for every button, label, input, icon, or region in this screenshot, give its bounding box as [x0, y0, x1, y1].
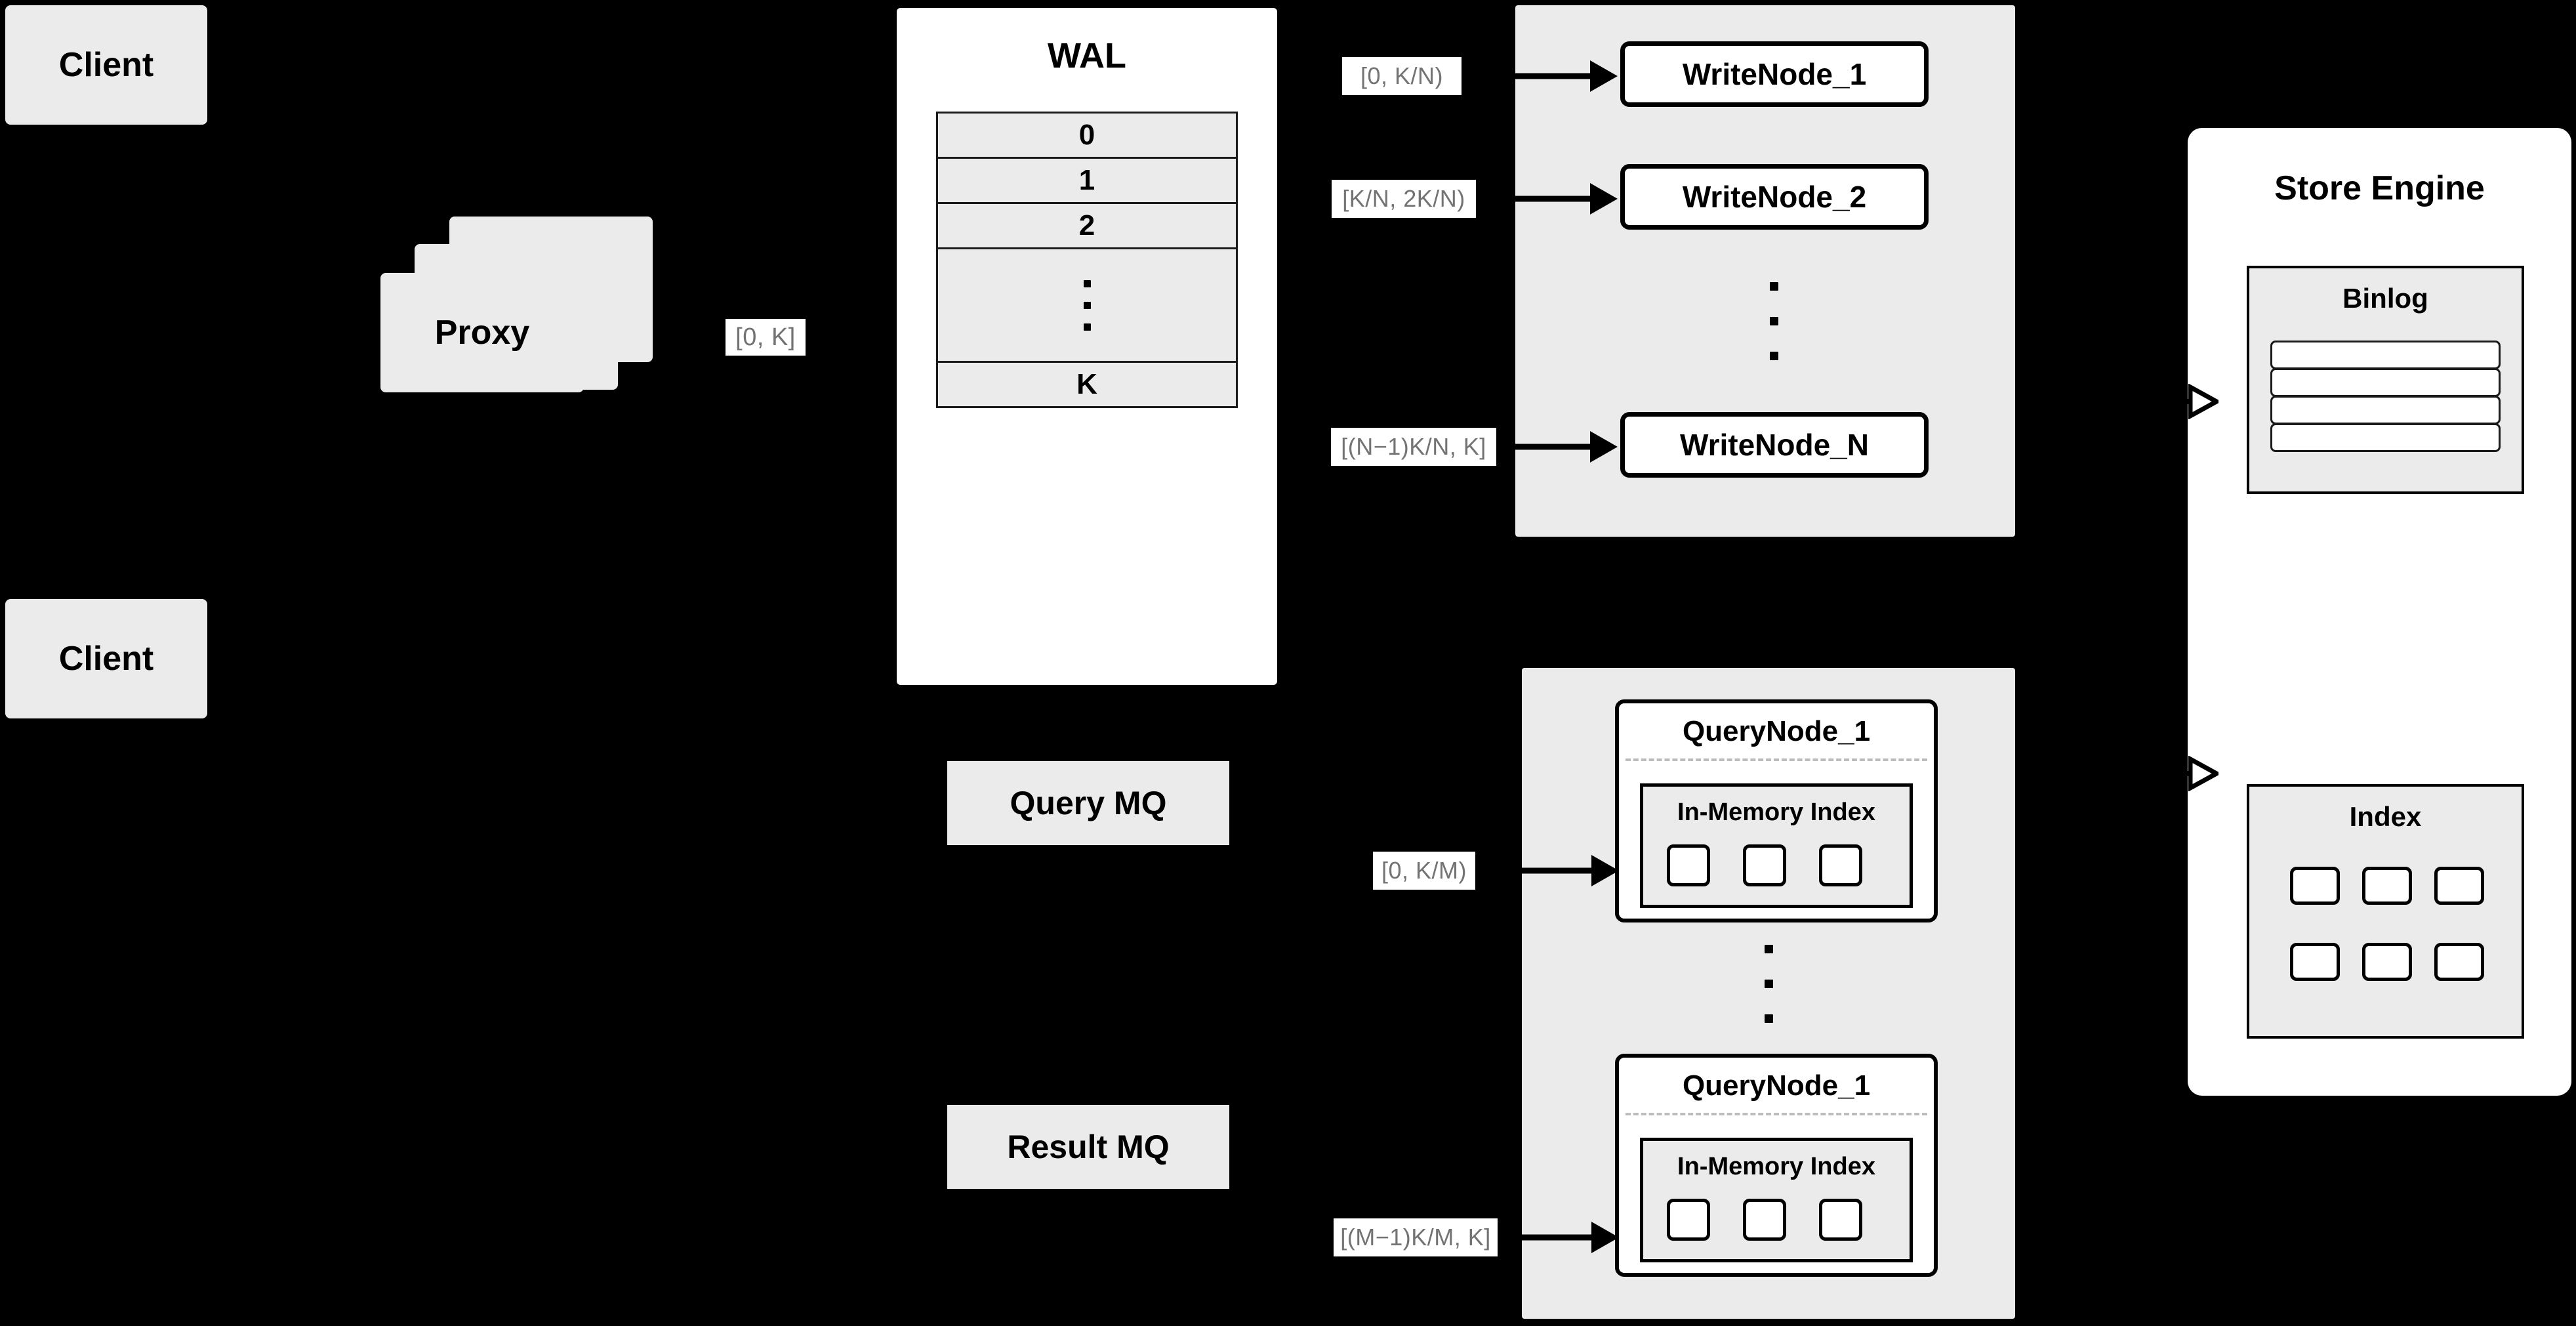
ellipsis-dot [1765, 1014, 1773, 1023]
arrow-to-write-node-1 [1480, 60, 1618, 92]
ellipsis-dot [1770, 352, 1778, 360]
range-label-text: [(M−1)K/M, K] [1340, 1224, 1491, 1251]
index-cell [1743, 1199, 1786, 1241]
wal-row: K [938, 363, 1236, 406]
query-mq-box[interactable]: Query MQ [947, 761, 1229, 845]
index-panel: Index [2247, 784, 2524, 1039]
index-cell [1819, 844, 1862, 886]
arrow-to-index [2153, 756, 2218, 791]
write-node-2[interactable]: WriteNode_2 [1620, 164, 1929, 230]
ellipsis-dot [1770, 317, 1778, 325]
index-cell [2290, 867, 2340, 905]
range-label-text: [(N−1)K/N, K] [1341, 433, 1486, 460]
ellipsis-dot [1765, 980, 1773, 988]
range-label-write-node-n: [(N−1)K/N, K] [1331, 428, 1496, 466]
proxy-card[interactable]: Proxy [380, 273, 584, 392]
index-cell [1819, 1199, 1862, 1241]
arrow-to-write-node-n [1502, 431, 1618, 463]
wal-row-ellipsis [938, 249, 1236, 363]
wal-row-value: 2 [1078, 209, 1095, 241]
ellipsis-dot [1083, 323, 1091, 331]
range-label-write-node-1: [0, K/N) [1342, 57, 1462, 95]
ellipsis-dot [1083, 301, 1091, 309]
binlog-title: Binlog [2342, 283, 2428, 314]
wal-row: 2 [938, 204, 1236, 249]
query-node-m[interactable]: QueryNode_1 In-Memory Index [1615, 1054, 1938, 1277]
ellipsis-dot [1083, 280, 1091, 287]
wal-row-value: 0 [1078, 119, 1095, 151]
in-memory-index-title-1: In-Memory Index [1677, 798, 1875, 826]
query-node-1[interactable]: QueryNode_1 In-Memory Index [1615, 699, 1938, 922]
wal-title: WAL [1048, 36, 1126, 75]
write-node-n[interactable]: WriteNode_N [1620, 412, 1929, 478]
write-node-2-label: WriteNode_2 [1682, 180, 1867, 214]
in-memory-index-title-2: In-Memory Index [1677, 1153, 1875, 1180]
ellipsis-dot [1765, 945, 1773, 953]
binlog-entry [2270, 396, 2501, 425]
range-label-text: [K/N, 2K/N) [1342, 185, 1465, 212]
binlog-entry [2270, 368, 2501, 397]
wal-row: 1 [938, 159, 1236, 204]
open-arrow-head-icon [2188, 384, 2218, 419]
query-node-1-title: QueryNode_1 [1682, 715, 1871, 747]
binlog-entry [2270, 423, 2501, 452]
client-box-1[interactable]: Client [5, 5, 207, 125]
binlog-panel: Binlog [2247, 266, 2524, 494]
range-label-query-node-m: [(M−1)K/M, K] [1334, 1218, 1498, 1256]
wal-row-value: K [1076, 368, 1097, 400]
proxy-label: Proxy [434, 314, 530, 352]
write-node-1-label: WriteNode_1 [1682, 57, 1867, 91]
query-node-m-divider [1625, 1113, 1927, 1115]
arrow-to-write-node-2 [1480, 183, 1618, 215]
arrow-to-query-node-m [1502, 1222, 1619, 1253]
index-title: Index [2349, 801, 2422, 832]
in-memory-index-panel-2: In-Memory Index [1640, 1138, 1913, 1262]
index-cell [2434, 867, 2484, 905]
open-arrow-head-icon [2188, 756, 2218, 791]
wal-row-value: 1 [1078, 164, 1095, 196]
query-node-ellipsis [1765, 945, 1773, 1023]
binlog-entry [2270, 341, 2501, 369]
result-mq-label: Result MQ [1007, 1129, 1170, 1165]
index-cell [1743, 844, 1786, 886]
range-label-write-node-2: [K/N, 2K/N) [1332, 180, 1476, 218]
index-cell [1667, 1199, 1710, 1241]
range-label-proxy-to-wal: [0, K] [726, 319, 806, 356]
store-engine-panel: Store Engine Binlog Index [2188, 128, 2571, 1096]
client-box-2[interactable]: Client [5, 599, 207, 718]
range-label-text: [0, K/N) [1360, 62, 1444, 89]
wal-row: 0 [938, 114, 1236, 159]
index-cell [2362, 867, 2412, 905]
result-mq-box[interactable]: Result MQ [947, 1105, 1229, 1189]
query-node-1-divider [1625, 758, 1927, 761]
range-label-query-node-1: [0, K/M) [1373, 852, 1475, 890]
index-cell [2434, 943, 2484, 981]
index-cell [2362, 943, 2412, 981]
range-label-text: [0, K] [735, 323, 796, 351]
proxy-stack[interactable]: Proxy [380, 217, 676, 440]
index-cell [2290, 943, 2340, 981]
wal-panel: WAL 0 1 2 K [894, 5, 1280, 688]
range-label-text: [0, K/M) [1381, 857, 1467, 884]
client-label-2: Client [58, 640, 154, 678]
write-node-1[interactable]: WriteNode_1 [1620, 41, 1929, 107]
write-node-ellipsis [1770, 282, 1778, 360]
ellipsis-dot [1770, 282, 1778, 291]
store-engine-title: Store Engine [2274, 169, 2485, 207]
arrow-to-binlog [2153, 384, 2218, 419]
wal-entry-table: 0 1 2 K [936, 112, 1238, 408]
query-mq-label: Query MQ [1010, 785, 1167, 821]
query-node-m-title: QueryNode_1 [1682, 1069, 1871, 1102]
client-label-1: Client [58, 46, 154, 84]
in-memory-index-panel-1: In-Memory Index [1640, 783, 1913, 908]
arrow-to-query-node-1 [1481, 855, 1619, 886]
index-cell [1667, 844, 1710, 886]
write-node-n-label: WriteNode_N [1680, 428, 1869, 462]
